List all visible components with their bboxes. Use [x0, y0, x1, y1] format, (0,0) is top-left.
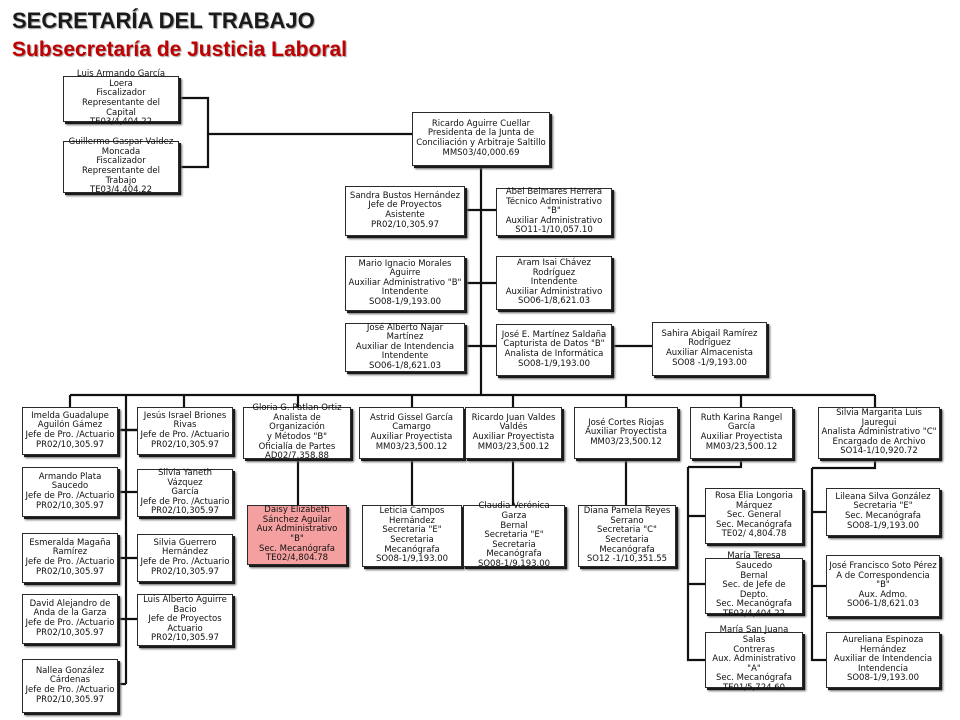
org-box-text: Sahira Abigail Ramírez Rodríguez Auxilia… [661, 328, 758, 368]
page-subtitle: Subsecretaría de Justicia Laboral [12, 38, 347, 61]
org-box-auxiliar-admin-mario: Mario Ignacio Morales Aguirre Auxiliar A… [345, 256, 465, 311]
org-box-text: Mario Ignacio Morales Aguirre Auxiliar A… [348, 258, 462, 307]
org-box-auxiliar-proyectista: José Cortes Riojas Auxiliar Proyectista … [574, 407, 678, 459]
org-box-text: Abel Belmares Herrera Técnico Administra… [505, 187, 603, 236]
org-box-presidenta: Ricardo Aguirre Cuellar Presidenta de la… [412, 112, 550, 166]
org-box-secretaria: Leticia Campos Hernández Secretaria "E" … [362, 505, 462, 567]
page-title: SECRETARÍA DEL TRABAJO [12, 8, 315, 33]
org-box-secretaria: Lileana Silva González Secretaria "E" Se… [826, 488, 940, 536]
org-box-text: Luis Alberto Aguirre Bacio Jefe de Proye… [143, 595, 227, 644]
org-box-text: Astrid Gissel García Camargo Auxiliar Pr… [370, 412, 453, 452]
org-box-actuario: Silvia Yaneth Vázquez García Jefe de Pro… [137, 468, 233, 517]
org-box-text: Claudia Verónica Garza Bernal Secretaria… [477, 501, 551, 569]
org-box-actuario: Esmeralda Magaña Ramírez Jefe de Pro. /A… [22, 533, 118, 583]
org-box-text: José Cortes Riojas Auxiliar Proyectista … [585, 417, 667, 447]
org-box-text: Leticia Campos Hernández Secretaria "E" … [375, 506, 449, 565]
org-box-text: Imelda Guadalupe Aguilón Gámez Jefe de P… [25, 410, 115, 450]
org-box-text: Lileana Silva González Secretaria "E" Se… [835, 491, 931, 531]
org-box-tecnico-administrativo: Abel Belmares Herrera Técnico Administra… [496, 187, 612, 236]
org-box-text: Jesús Israel Briones Rivas Jefe de Pro. … [140, 410, 230, 450]
org-box-text: Silvia Guerrero Hernández Jefe de Pro. /… [140, 537, 230, 577]
org-box-auxiliar-intendencia: Aureliana Espinoza Hernández Auxiliar de… [826, 632, 940, 688]
org-box-capturista: José E. Martínez Saldaña Capturista de D… [496, 324, 612, 376]
connector [180, 134, 210, 169]
org-box-text: José Alberto Najar Martínez Auxiliar de … [355, 322, 455, 371]
org-box-text: María Teresa Saucedo Bernal Sec. de Jefe… [715, 551, 793, 619]
org-box-text: Sandra Bustos Hernández Jefe de Proyecto… [349, 190, 461, 230]
org-box-actuario: Nallea González Cárdenas Jefe de Pro. /A… [22, 659, 118, 713]
org-box-fiscalizador-trabajo: Guillermo Gaspar Valdez Moncada Fiscaliz… [63, 137, 179, 196]
org-box-jefe-proyectos-actuario: Luis Alberto Aguirre Bacio Jefe de Proye… [137, 594, 233, 646]
org-box-auxiliar-admin-aram: Aram Isai Chávez Rodríguez Intendente Au… [496, 256, 612, 310]
org-box-actuario: Silvia Guerrero Hernández Jefe de Pro. /… [137, 534, 233, 582]
org-box-text: Guillermo Gaspar Valdez Moncada Fiscaliz… [68, 137, 174, 196]
org-box-actuario: Imelda Guadalupe Aguilón Gámez Jefe de P… [22, 407, 118, 455]
org-box-auxiliar-proyectista: Astrid Gissel García Camargo Auxiliar Pr… [359, 407, 464, 459]
org-box-actuario: Armando Plata Saucedo Jefe de Pro. /Actu… [22, 467, 118, 517]
org-box-text: María San Juana Salas Contreras Aux. Adm… [712, 625, 796, 693]
org-box-actuario: David Alejandro de Anda de la Garza Jefe… [22, 594, 118, 644]
org-box-encargado-archivo: Silvia Margarita Luis Jauregui Analista … [818, 407, 940, 459]
org-box-text: Ricardo Juan Valdes Valdés Auxiliar Proy… [471, 412, 556, 452]
org-box-auxiliar-proyectista: Ruth Karina Rangel García Auxiliar Proye… [690, 407, 793, 459]
org-box-auxiliar-proyectista: Ricardo Juan Valdes Valdés Auxiliar Proy… [465, 407, 562, 459]
org-box-text: José Francisco Soto Pérez A de Correspon… [829, 561, 937, 610]
org-box-sec-general: Rosa Elia Longoria Márquez Sec. General … [705, 488, 803, 544]
connector [686, 467, 705, 662]
connector [812, 459, 877, 470]
org-box-correspondencia: José Francisco Soto Pérez A de Correspon… [826, 555, 940, 617]
connector [688, 459, 743, 469]
org-box-text: Daisy Elizabeth Sánchez Aguilar Aux Admi… [256, 505, 338, 564]
org-box-text: Aureliana Espinoza Hernández Auxiliar de… [833, 635, 933, 684]
org-box-text: Gloria G. Patlan Ortiz Analista de Organ… [252, 403, 342, 462]
org-box-text: Ruth Karina Rangel García Auxiliar Proye… [700, 412, 783, 452]
org-box-text: José E. Martínez Saldaña Capturista de D… [501, 329, 607, 369]
connector [180, 96, 412, 136]
org-box-secretaria: Claudia Verónica Garza Bernal Secretaria… [463, 501, 565, 569]
org-box-oficialia-partes: Gloria G. Patlan Ortiz Analista de Organ… [243, 403, 351, 462]
org-box-text: Silvia Margarita Luis Jauregui Analista … [821, 408, 937, 457]
connector [810, 468, 826, 662]
org-box-secretaria: Diana Pamela Reyes Serrano Secretaria "C… [578, 505, 676, 567]
org-box-text: Diana Pamela Reyes Serrano Secretaria "C… [583, 506, 671, 565]
org-box-text: Rosa Elia Longoria Márquez Sec. General … [715, 491, 793, 540]
org-box-text: Silvia Yaneth Vázquez García Jefe de Pro… [140, 468, 230, 517]
org-box-actuario: Jesús Israel Briones Rivas Jefe de Pro. … [137, 407, 233, 455]
org-box-auxiliar-intendencia: José Alberto Najar Martínez Auxiliar de … [345, 323, 465, 372]
org-box-text: Luis Armando García Loera Fiscalizador R… [76, 69, 166, 128]
org-box-text: Ricardo Aguirre Cuellar Presidenta de la… [416, 118, 546, 158]
org-box-fiscalizador-capital: Luis Armando García Loera Fiscalizador R… [63, 69, 179, 127]
org-box-text: Armando Plata Saucedo Jefe de Pro. /Actu… [25, 471, 115, 511]
org-box-almacenista: Sahira Abigail Ramírez Rodríguez Auxilia… [652, 322, 767, 376]
org-box-jefe-proyectos-asistente: Sandra Bustos Hernández Jefe de Proyecto… [345, 186, 465, 236]
org-box-text: Nallea González Cárdenas Jefe de Pro. /A… [25, 665, 115, 705]
org-box-sec-jefe-depto: María Teresa Saucedo Bernal Sec. de Jefe… [705, 552, 803, 619]
org-box-text: Esmeralda Magaña Ramírez Jefe de Pro. /A… [25, 537, 115, 577]
org-box-aux-administrativo: María San Juana Salas Contreras Aux. Adm… [705, 626, 803, 693]
org-box-sec-mecanografa-highlighted: Daisy Elizabeth Sánchez Aguilar Aux Admi… [247, 505, 347, 565]
org-box-text: Aram Isai Chávez Rodríguez Intendente Au… [505, 258, 603, 307]
org-box-text: David Alejandro de Anda de la Garza Jefe… [25, 598, 115, 638]
